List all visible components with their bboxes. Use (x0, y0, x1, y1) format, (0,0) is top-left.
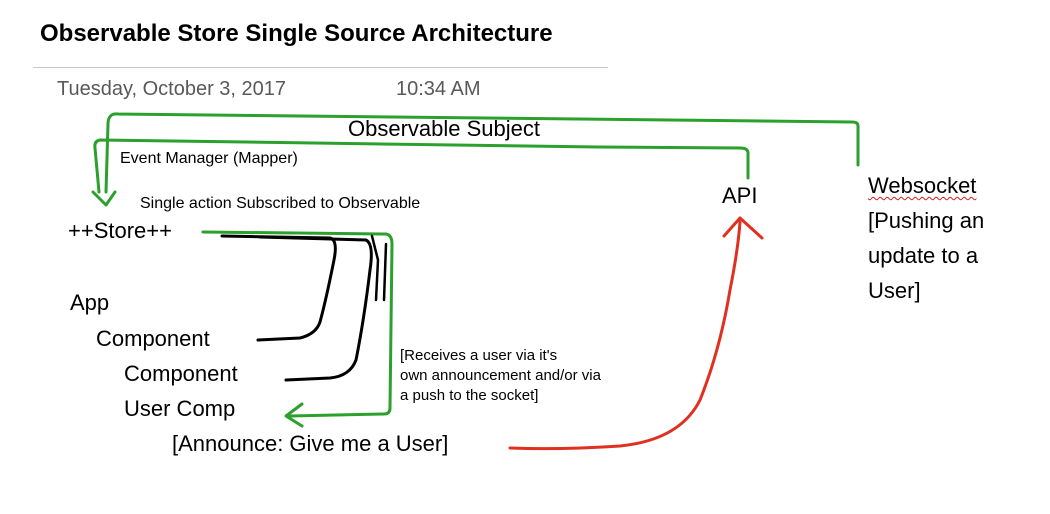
component-node-nested: Component (124, 361, 238, 386)
announce-node: [Announce: Give me a User] (172, 431, 449, 456)
user-comp-node: User Comp (124, 396, 236, 421)
page-time: 10:34 AM (396, 78, 481, 100)
subscribed-note: Single action Subscribed to Observable (140, 195, 421, 212)
store-connector-bracket (370, 234, 388, 302)
observable-subject-label: Observable Subject (348, 116, 540, 141)
api-to-store-line (93, 138, 750, 194)
app-node: App (70, 290, 110, 315)
page-date: Tuesday, October 3, 2017 (57, 78, 287, 100)
store-to-component-line (220, 234, 337, 342)
store-node: ++Store++ (68, 218, 172, 243)
websocket-note: [Pushing an update to a User] (868, 208, 985, 303)
component-node: Component (96, 326, 210, 351)
page-title: Observable Store Single Source Architect… (40, 20, 553, 47)
store-to-component-2-line (258, 235, 373, 382)
event-manager-label: Event Manager (Mapper) (120, 150, 298, 167)
websocket-node: Websocket [Pushing an update to a User] (868, 168, 984, 308)
websocket-to-store-line (104, 112, 860, 194)
api-node: API (722, 183, 758, 208)
receive-note: [Receives a user via it's own announceme… (400, 347, 601, 404)
websocket-title: Websocket (868, 173, 977, 198)
store-to-usercomp-line (201, 230, 394, 418)
store-arrowhead (91, 190, 117, 207)
usercomp-arrowhead (284, 402, 304, 428)
api-arrowhead (722, 216, 764, 240)
announce-to-api-line (508, 220, 742, 451)
title-divider (33, 67, 608, 68)
